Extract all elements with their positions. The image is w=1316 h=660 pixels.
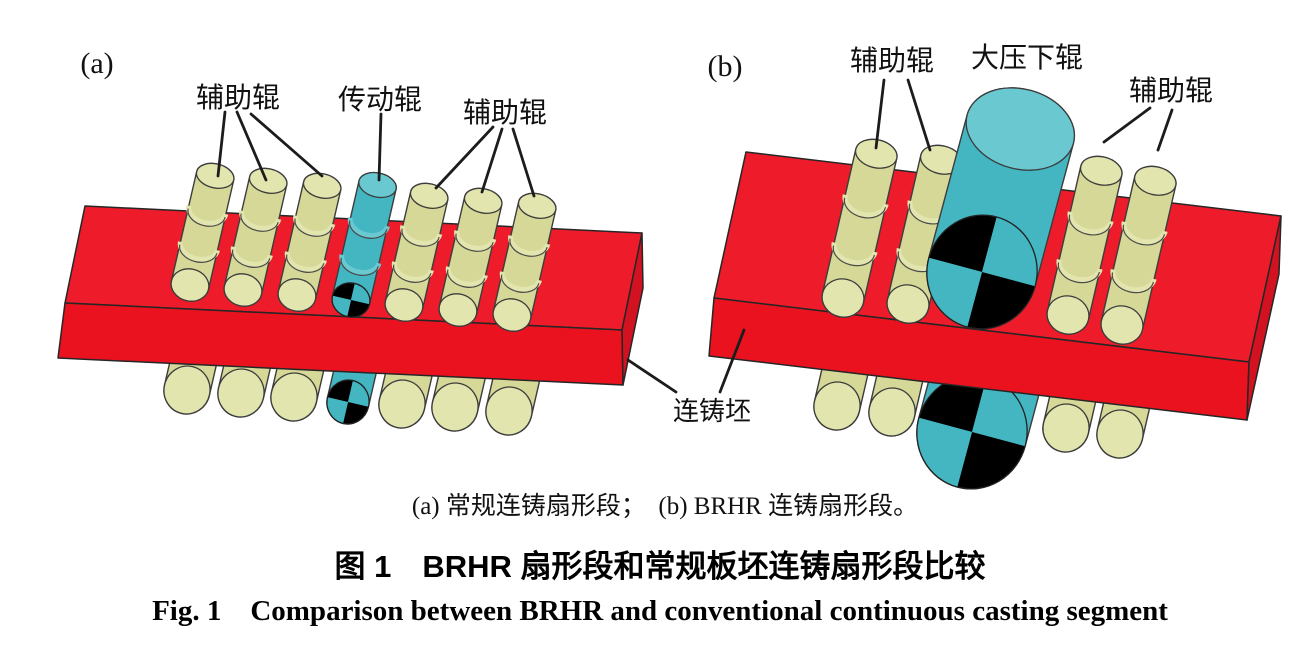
- leader-line: [718, 328, 746, 394]
- leader-line: [434, 125, 495, 190]
- leader-line: [874, 78, 886, 150]
- label-aux-roll-right-b: 辅助辊: [1129, 75, 1213, 107]
- leader-line: [906, 78, 932, 152]
- leader-line: [1156, 108, 1174, 152]
- caption-chinese: 图 1 BRHR 扇形段和常规板坯连铸扇形段比较: [334, 549, 985, 584]
- panel-b-tag: (b): [708, 50, 743, 83]
- panel-b-diagram: [708, 75, 1282, 502]
- slab-b-end-face: [1246, 215, 1282, 421]
- leader-line: [626, 358, 678, 394]
- slab-a-end-face: [621, 232, 644, 386]
- label-drive-roll-a: 传动辊: [338, 84, 422, 116]
- label-big-reduction-roll-b: 大压下辊: [971, 42, 1083, 74]
- caption-english: Fig. 1 Comparison between BRHR and conve…: [152, 595, 1168, 627]
- leader-line: [216, 110, 227, 178]
- label-aux-roll-left-b: 辅助辊: [850, 45, 934, 77]
- panel-a-tag: (a): [80, 47, 113, 80]
- label-aux-roll-left-a: 辅助辊: [196, 82, 280, 114]
- leader-lines: [216, 78, 1174, 394]
- leader-line: [235, 110, 268, 182]
- label-slab: 连铸坯: [673, 397, 751, 426]
- label-aux-roll-right-a: 辅助辊: [463, 97, 547, 129]
- leader-line: [1102, 106, 1152, 144]
- caption-subpanels: (a) 常规连铸扇形段； (b) BRHR 连铸扇形段。: [412, 492, 918, 520]
- leader-line: [249, 112, 324, 178]
- leader-line: [377, 112, 383, 182]
- leader-line: [511, 127, 536, 198]
- leader-line: [480, 127, 504, 194]
- panel-a-diagram: [57, 160, 644, 441]
